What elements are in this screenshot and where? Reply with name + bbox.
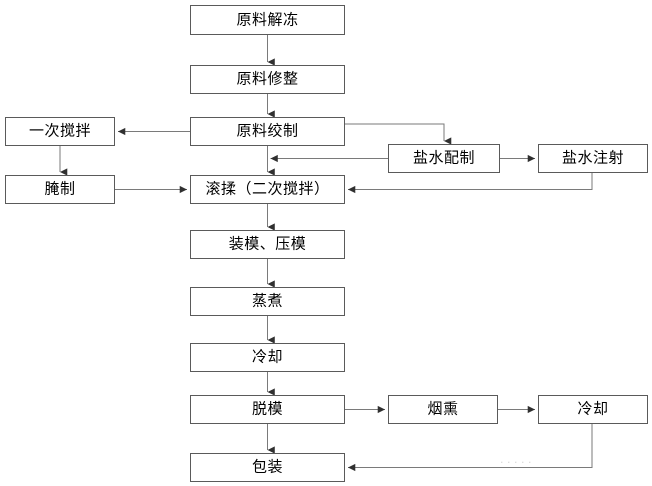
- node-package-label: 包装: [251, 457, 283, 476]
- node-brine-injection-label: 盐水注射: [561, 148, 624, 167]
- node-cooling-2[interactable]: 冷却: [538, 395, 648, 424]
- node-brine-injection[interactable]: 盐水注射: [538, 144, 648, 173]
- node-tumble[interactable]: 滚揉（二次搅拌）: [190, 175, 345, 204]
- node-cooling-2-label: 冷却: [577, 399, 609, 418]
- node-cure[interactable]: 腌制: [5, 175, 115, 204]
- node-mince[interactable]: 原料绞制: [190, 117, 345, 146]
- watermark-text: · · · · ·: [500, 456, 532, 469]
- node-trim-label: 原料修整: [236, 69, 299, 88]
- node-cooling-1-label: 冷却: [251, 347, 283, 366]
- edge-mince-to-brine-prep: [345, 123, 452, 145]
- node-smoke-label: 烟熏: [427, 399, 459, 418]
- edge-brine-inj-to-tumble: [348, 173, 593, 194]
- node-mold[interactable]: 装模、压模: [190, 230, 345, 259]
- node-mix1-label: 一次搅拌: [28, 121, 91, 140]
- node-cooling-1[interactable]: 冷却: [190, 343, 345, 372]
- node-brine-prep[interactable]: 盐水配制: [388, 144, 500, 173]
- node-package[interactable]: 包装: [190, 453, 345, 482]
- node-trim[interactable]: 原料修整: [190, 65, 345, 94]
- node-mold-label: 装模、压模: [228, 234, 307, 253]
- node-tumble-label: 滚揉（二次搅拌）: [205, 179, 330, 198]
- node-steam-label: 蒸煮: [251, 291, 283, 310]
- node-brine-prep-label: 盐水配制: [412, 148, 475, 167]
- node-smoke[interactable]: 烟熏: [388, 395, 498, 424]
- node-mince-label: 原料绞制: [236, 121, 299, 140]
- node-mix1[interactable]: 一次搅拌: [5, 117, 115, 146]
- node-demold-label: 脱模: [251, 399, 283, 418]
- node-demold[interactable]: 脱模: [190, 395, 345, 424]
- edge-cool2-to-package: [348, 424, 593, 472]
- node-cure-label: 腌制: [44, 179, 76, 198]
- node-thaw-label: 原料解冻: [236, 10, 299, 28]
- node-steam[interactable]: 蒸煮: [190, 287, 345, 316]
- node-thaw[interactable]: 原料解冻: [190, 5, 345, 35]
